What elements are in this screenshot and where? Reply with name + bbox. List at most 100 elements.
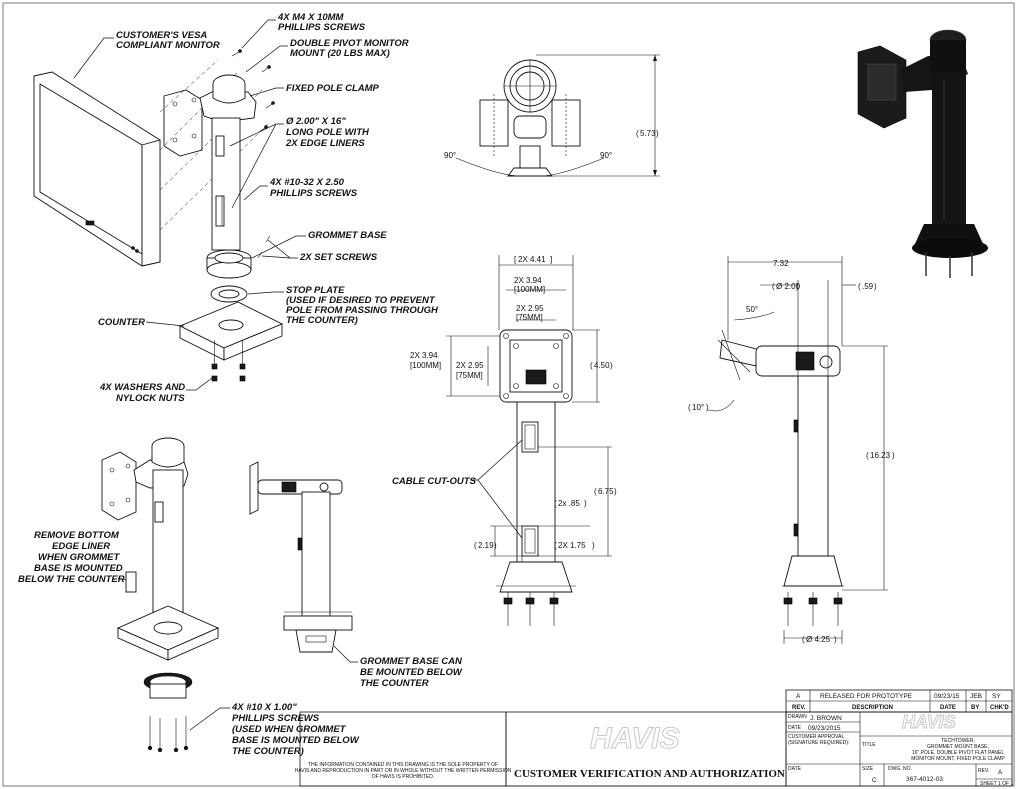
rev-chkd: SY <box>992 693 1001 700</box>
svg-text:(: ( <box>636 129 639 138</box>
svg-text:POLE FROM PASSING THROUGH: POLE FROM PASSING THROUGH <box>286 305 439 316</box>
dim-7-32: 7.32 <box>773 259 789 268</box>
svg-text:16" POLE, DOUBLE PIVOT FLAT PA: 16" POLE, DOUBLE PIVOT FLAT PANEL <box>912 750 1004 756</box>
svg-text:): ) <box>656 129 659 138</box>
svg-text:4X #10 X 1.00": 4X #10 X 1.00" <box>231 702 297 713</box>
vesa-plate <box>163 89 203 157</box>
dim-0-85: 2x .85 <box>558 499 580 508</box>
dim-0-59: .59 <box>862 282 874 291</box>
edge-liner-bottom <box>215 195 225 227</box>
havis-watermark-2: HAVIS <box>902 712 956 732</box>
svg-text:): ) <box>614 487 617 496</box>
product-render <box>857 29 988 278</box>
svg-text:4X M4 X 10MM: 4X M4 X 10MM <box>277 12 345 23</box>
svg-text:Ø 2.00" X 16": Ø 2.00" X 16" <box>286 116 346 127</box>
svg-text:(USED IF DESIRED TO PREVENT: (USED IF DESIRED TO PREVENT <box>286 295 436 306</box>
svg-text:[100MM]: [100MM] <box>410 361 441 370</box>
dim-2-95-left: 2X 2.95 <box>456 361 484 370</box>
svg-text:): ) <box>874 282 877 291</box>
side-view <box>707 256 888 644</box>
drawn-by: J. BROWN <box>810 715 842 722</box>
svg-text:HAVIS AND REPRODUCTION IN PART: HAVIS AND REPRODUCTION IN PART OR IN WHO… <box>295 768 512 774</box>
rev-value: A <box>796 693 801 700</box>
callout-fixed-pole-clamp: FIXED POLE CLAMP <box>249 83 380 97</box>
svg-text:(: ( <box>594 487 597 496</box>
svg-text:REMOVE BOTTOM: REMOVE BOTTOM <box>34 530 120 541</box>
callout-set-screws: 2X SET SCREWS <box>261 239 378 263</box>
svg-text:CUSTOMER'S VESA: CUSTOMER'S VESA <box>116 30 207 41</box>
drawn-date: 09/23/2015 <box>808 725 841 732</box>
svg-text:DESCRIPTION: DESCRIPTION <box>852 705 893 711</box>
front-cutout-top <box>521 421 539 453</box>
drawing-title: TECHTOWER, <box>941 738 975 744</box>
title-block: A RELEASED FOR PROTOTYPE 09/23/15 JEB SY… <box>295 689 1013 787</box>
svg-text:DATE: DATE <box>788 766 802 772</box>
svg-text:): ) <box>706 403 709 412</box>
callout-stop-plate: STOP PLATE (USED IF DESIRED TO PREVENT P… <box>247 285 439 326</box>
svg-text:): ) <box>610 361 613 370</box>
svg-text:): ) <box>592 541 595 550</box>
edge-liner-removed <box>125 571 137 593</box>
svg-text:MOUNT (20 LBS MAX): MOUNT (20 LBS MAX) <box>290 48 390 59</box>
svg-text:DWG. NO.: DWG. NO. <box>888 766 912 772</box>
svg-text:(: ( <box>554 499 557 508</box>
svg-text:BASE IS MOUNTED BELOW: BASE IS MOUNTED BELOW <box>232 735 360 746</box>
callout-grommet-below: GROMMET BASE CAN BE MOUNTED BELOW THE CO… <box>333 645 463 689</box>
pole-3 <box>301 491 331 617</box>
svg-text:OF HAVIS IS PROHIBITED.: OF HAVIS IS PROHIBITED. <box>372 774 434 780</box>
svg-text:THE COUNTER: THE COUNTER <box>360 678 429 689</box>
dim-6-75: 6.75 <box>598 487 614 496</box>
svg-text:4X WASHERS AND: 4X WASHERS AND <box>99 382 185 393</box>
verification-title: CUSTOMER VERIFICATION AND AUTHORIZATION <box>514 768 785 780</box>
callout-m4-screws: 4X M4 X 10MM PHILLIPS SCREWS <box>241 12 366 49</box>
svg-text:4X #10-32 X 2.50: 4X #10-32 X 2.50 <box>269 177 345 188</box>
svg-text:): ) <box>584 499 587 508</box>
havis-watermark-1: HAVIS <box>590 722 679 755</box>
front-base <box>499 561 573 593</box>
svg-text:THE COUNTER): THE COUNTER) <box>286 315 358 326</box>
svg-text:STOP PLATE: STOP PLATE <box>286 285 345 296</box>
rev-date: 09/23/15 <box>934 693 960 700</box>
drawing-rev: A <box>998 769 1003 776</box>
front-cutout-bottom <box>521 525 539 557</box>
dim-angle-right: 90° <box>600 151 612 160</box>
svg-text:SIZE: SIZE <box>862 766 874 772</box>
dim-4-50: 4.50 <box>594 361 610 370</box>
render-pole <box>932 72 966 224</box>
svg-text:BELOW THE COUNTER: BELOW THE COUNTER <box>18 574 125 585</box>
svg-text:[: [ <box>514 255 517 264</box>
vesa-plate-2 <box>101 451 137 521</box>
svg-text:PHILLIPS SCREWS: PHILLIPS SCREWS <box>278 22 366 33</box>
svg-text:PHILLIPS SCREWS: PHILLIPS SCREWS <box>270 188 358 199</box>
svg-text:BE MOUNTED BELOW: BE MOUNTED BELOW <box>360 667 463 678</box>
svg-text:(: ( <box>858 282 861 291</box>
dim-4-25: Ø 4.25 <box>806 635 831 644</box>
dim-angle-left: 90° <box>444 151 456 160</box>
svg-text:FIXED POLE CLAMP: FIXED POLE CLAMP <box>286 83 380 94</box>
callout-long-pole: Ø 2.00" X 16" LONG POLE WITH 2X EDGE LIN… <box>229 116 370 209</box>
callout-cable-cutouts: CABLE CUT-OUTS <box>392 439 523 539</box>
svg-text:GROMMET MOUNT BASE,: GROMMET MOUNT BASE, <box>927 744 989 750</box>
dim-1-75: 2X 1.75 <box>558 541 586 550</box>
svg-text:(SIGNATURE REQUIRED):: (SIGNATURE REQUIRED): <box>788 740 849 746</box>
svg-text:DATE: DATE <box>788 725 802 731</box>
svg-text:CABLE CUT-OUTS: CABLE CUT-OUTS <box>392 476 477 487</box>
svg-text:2X SET SCREWS: 2X SET SCREWS <box>299 252 378 263</box>
svg-text:COMPLIANT MONITOR: COMPLIANT MONITOR <box>116 40 220 51</box>
rev-description: RELEASED FOR PROTOTYPE <box>820 693 913 700</box>
svg-text:(: ( <box>866 451 869 460</box>
svg-text:): ) <box>892 451 895 460</box>
exploded-view <box>33 49 284 382</box>
svg-text:(USED WHEN GROMMET: (USED WHEN GROMMET <box>232 724 347 735</box>
assembled-below-counter-view <box>101 437 220 753</box>
svg-text:LONG POLE WITH: LONG POLE WITH <box>286 127 370 138</box>
svg-text:PHILLIPS SCREWS: PHILLIPS SCREWS <box>232 713 320 724</box>
svg-text:): ) <box>494 541 497 550</box>
svg-text:[75MM]: [75MM] <box>456 371 483 380</box>
counter-3 <box>283 615 353 631</box>
dim-top-height: 5.73 <box>640 129 656 138</box>
svg-text:CUSTOMER APPROVAL: CUSTOMER APPROVAL <box>788 734 844 740</box>
side-pole <box>797 375 829 557</box>
svg-text:BY: BY <box>971 705 979 711</box>
